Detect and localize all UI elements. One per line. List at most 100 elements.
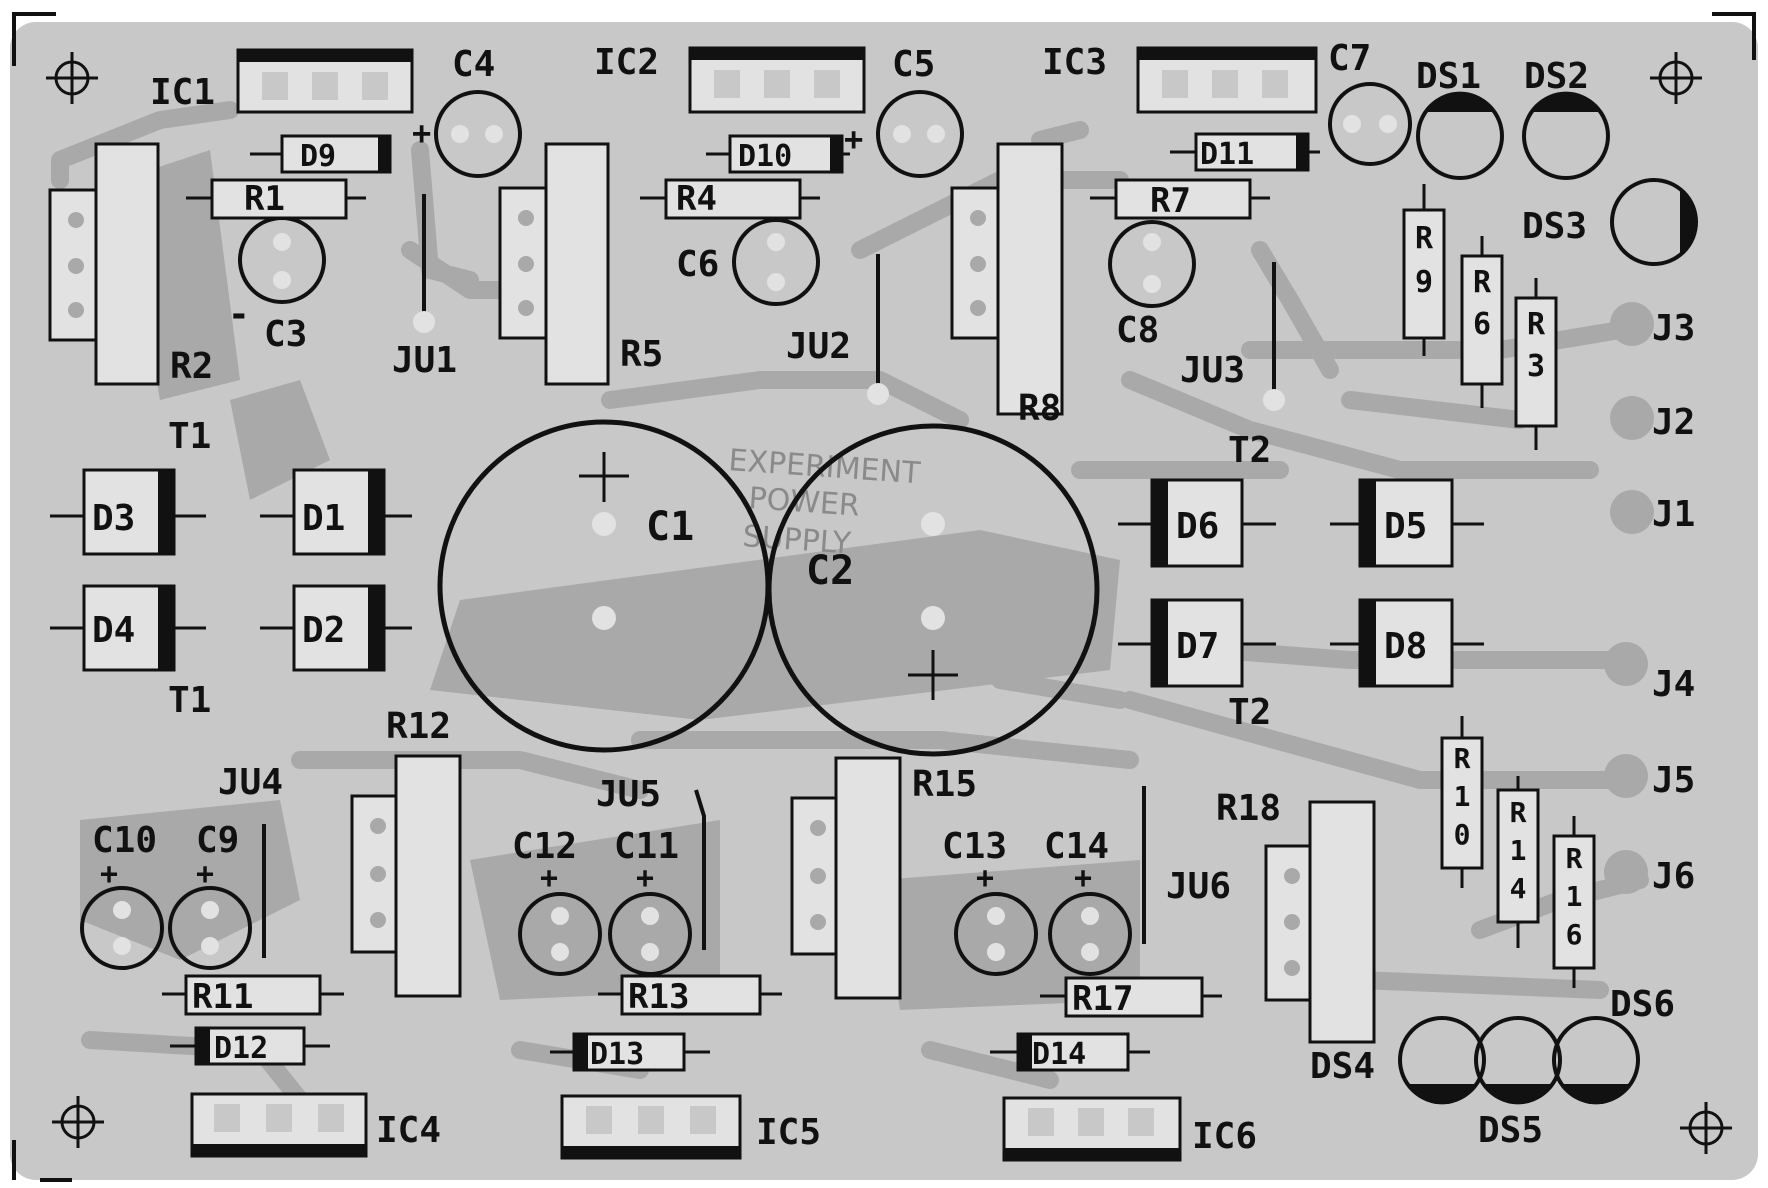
ds3-label: DS3 (1522, 206, 1587, 247)
r14-resistor (1496, 776, 1540, 948)
c14-plus: + (1074, 861, 1092, 896)
d14-diode (990, 1032, 1150, 1072)
ds2-label: DS2 (1524, 56, 1589, 97)
ds6-label: DS6 (1610, 984, 1675, 1025)
r16-label-6: 6 (1566, 918, 1583, 951)
d3-label: D3 (92, 498, 135, 539)
j4-pad (1604, 642, 1648, 686)
r15-trimpot (790, 756, 902, 1000)
c11-label: C11 (614, 826, 679, 867)
c5-label: C5 (892, 44, 935, 85)
ju6-label: JU6 (1166, 866, 1231, 907)
ds4-led (1398, 1016, 1486, 1105)
r14-label-r: R (1510, 796, 1527, 829)
d5-diode (1330, 478, 1484, 568)
c4-label: C4 (452, 44, 495, 85)
r13-label: R13 (628, 977, 689, 1017)
d11-diode (1170, 132, 1320, 172)
r9-resistor (1402, 184, 1446, 356)
c4-capacitor (434, 90, 522, 178)
j2-label: J2 (1652, 402, 1695, 443)
d4-label: D4 (92, 610, 135, 651)
ic6-regulator (1002, 1096, 1182, 1162)
c3-label: C3 (264, 314, 307, 355)
j5-label: J5 (1652, 760, 1695, 801)
ic6-label: IC6 (1192, 1116, 1257, 1157)
r17-label: R17 (1072, 979, 1133, 1019)
r9-label-r: R (1415, 221, 1434, 256)
ic3-label: IC3 (1042, 42, 1107, 83)
d14-label: D14 (1032, 1037, 1086, 1072)
r7-resistor (1090, 178, 1270, 220)
t2-label-bottom: T2 (1228, 692, 1271, 733)
c4-plus: + (412, 114, 431, 152)
ic1-regulator (236, 48, 414, 114)
d5-label: D5 (1384, 506, 1427, 547)
ju1-jumper (413, 194, 435, 333)
r6-label-r: R (1473, 265, 1492, 300)
d8-diode (1330, 598, 1484, 688)
ju1-label: JU1 (392, 340, 457, 381)
ds3-led (1610, 178, 1698, 266)
ds4-label: DS4 (1310, 1046, 1375, 1087)
c9-plus: + (196, 857, 214, 892)
ju3-label: JU3 (1180, 350, 1245, 391)
r16-label-r: R (1566, 842, 1583, 875)
ds6-led (1552, 1016, 1640, 1105)
d11-label: D11 (1200, 137, 1254, 172)
j3-label: J3 (1652, 308, 1695, 349)
ic5-regulator (560, 1094, 742, 1160)
r5-trimpot (498, 142, 610, 386)
r5-label: R5 (620, 334, 663, 375)
c11-capacitor (608, 892, 692, 976)
r10-label-0: 0 (1454, 818, 1471, 851)
r12-trimpot (350, 754, 462, 998)
c3-minus: - (228, 294, 250, 335)
c7-label: C7 (1328, 38, 1371, 79)
r2-trimpot (48, 142, 160, 386)
r6-resistor (1460, 236, 1504, 408)
t1-label-bottom: T1 (168, 680, 211, 721)
r8-label: R8 (1018, 388, 1061, 429)
j6-label: J6 (1652, 856, 1695, 897)
r3-label-digit: 3 (1527, 349, 1545, 384)
d9-diode (250, 134, 392, 174)
c9-capacitor (168, 886, 252, 970)
r11-resistor (162, 974, 344, 1016)
r2-label: R2 (170, 346, 213, 387)
c8-label: C8 (1116, 310, 1159, 351)
r14-label-1: 1 (1510, 834, 1527, 867)
c1-label: C1 (646, 504, 694, 550)
ds1-label: DS1 (1416, 56, 1481, 97)
r10-label-1: 1 (1454, 780, 1471, 813)
c5-plus: + (844, 120, 863, 158)
c12-capacitor (518, 892, 602, 976)
d1-diode (260, 468, 412, 556)
c14-capacitor (1048, 892, 1132, 976)
c14-label: C14 (1044, 826, 1109, 867)
mounting-holes (46, 52, 1732, 1154)
ju2-jumper (867, 254, 889, 405)
d2-diode (260, 584, 412, 672)
d12-diode (170, 1026, 330, 1066)
d6-label: D6 (1176, 506, 1219, 547)
c6-capacitor (732, 218, 820, 306)
c13-plus: + (976, 861, 994, 896)
c10-label: C10 (92, 820, 157, 861)
ju2-label: JU2 (786, 326, 851, 367)
r10-resistor (1440, 716, 1484, 888)
r10-label-r: R (1454, 742, 1471, 775)
d12-label: D12 (214, 1031, 268, 1066)
c11-plus: + (636, 861, 654, 896)
ju5-label: JU5 (596, 774, 661, 815)
r1-resistor (186, 178, 366, 220)
r4-label: R4 (676, 179, 717, 219)
j1-label: J1 (1652, 494, 1695, 535)
ju4-label: JU4 (218, 762, 283, 803)
r3-resistor (1514, 278, 1558, 450)
c2-capacitor (766, 423, 1100, 757)
ic3-regulator (1136, 46, 1318, 114)
crop-marks (12, 12, 1756, 1182)
d3-diode (50, 468, 206, 556)
ju5-jumper (694, 789, 706, 950)
